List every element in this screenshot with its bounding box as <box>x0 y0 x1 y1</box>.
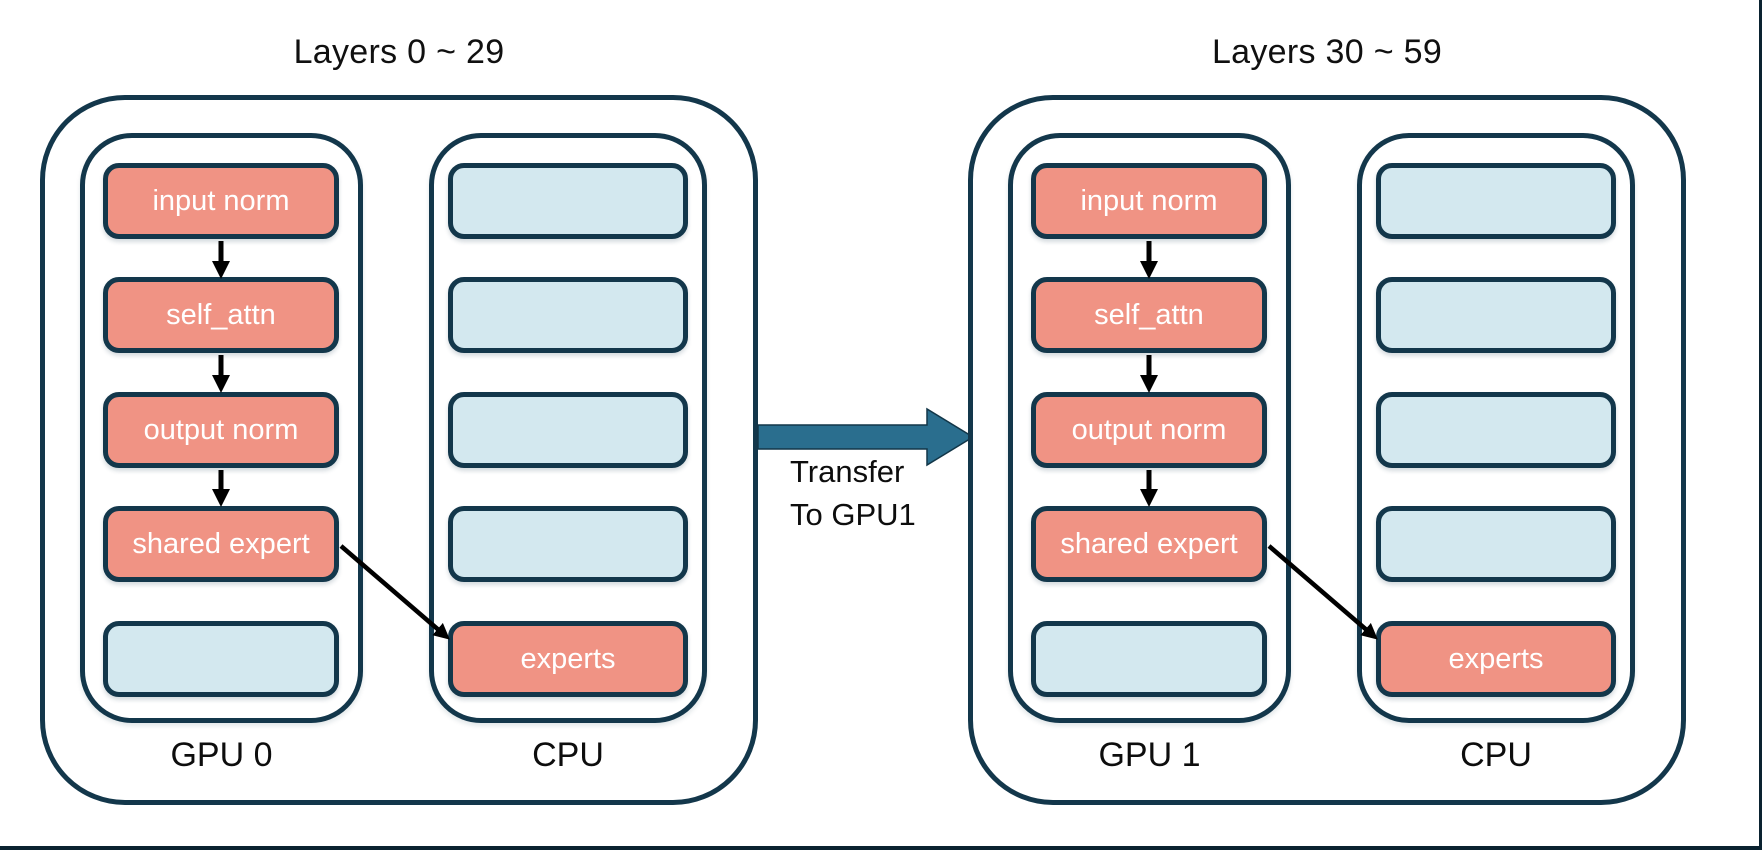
transfer-label: Transfer To GPU1 <box>790 450 916 536</box>
empty-slot <box>448 163 688 239</box>
empty-slot <box>448 277 688 353</box>
empty-slot <box>103 621 339 697</box>
module-shared-expert: shared expert <box>103 506 339 582</box>
empty-slot <box>448 506 688 582</box>
window-edge-bottom <box>0 846 1762 850</box>
layer-range-title: Layers 0 ~ 29 <box>293 33 505 71</box>
layer-range-title: Layers 30 ~ 59 <box>1211 33 1443 71</box>
cpu-column: experts <box>1357 133 1635 723</box>
module-self-attn: self_attn <box>1031 277 1267 353</box>
module-input-norm: input norm <box>103 163 339 239</box>
cpu-caption: CPU <box>1460 736 1532 774</box>
module-self-attn: self_attn <box>103 277 339 353</box>
window-edge-right <box>1759 0 1762 850</box>
empty-slot <box>448 392 688 468</box>
module-input-norm: input norm <box>1031 163 1267 239</box>
gpu-column: input norm self_attn output norm shared … <box>1008 133 1291 723</box>
gpu-column: input norm self_attn output norm shared … <box>80 133 363 723</box>
module-experts: experts <box>1376 621 1616 697</box>
module-experts: experts <box>448 621 688 697</box>
empty-slot <box>1376 506 1616 582</box>
gpu-caption: GPU 1 <box>1098 736 1201 774</box>
layer-group-0: Layers 0 ~ 29 input norm self_attn outpu… <box>40 33 758 805</box>
empty-slot <box>1376 392 1616 468</box>
module-shared-expert: shared expert <box>1031 506 1267 582</box>
empty-slot <box>1376 277 1616 353</box>
transfer-arrow-icon <box>757 407 975 467</box>
device-pair-container: input norm self_attn output norm shared … <box>40 95 758 805</box>
gpu-caption: GPU 0 <box>170 736 273 774</box>
module-output-norm: output norm <box>1031 392 1267 468</box>
module-output-norm: output norm <box>103 392 339 468</box>
empty-slot <box>1376 163 1616 239</box>
layer-group-1: Layers 30 ~ 59 input norm self_attn outp… <box>968 33 1686 805</box>
empty-slot <box>1031 621 1267 697</box>
transfer-label-line2: To GPU1 <box>790 497 916 532</box>
cpu-caption: CPU <box>532 736 604 774</box>
cpu-column: experts <box>429 133 707 723</box>
device-pair-container: input norm self_attn output norm shared … <box>968 95 1686 805</box>
transfer-label-line1: Transfer <box>790 454 905 489</box>
